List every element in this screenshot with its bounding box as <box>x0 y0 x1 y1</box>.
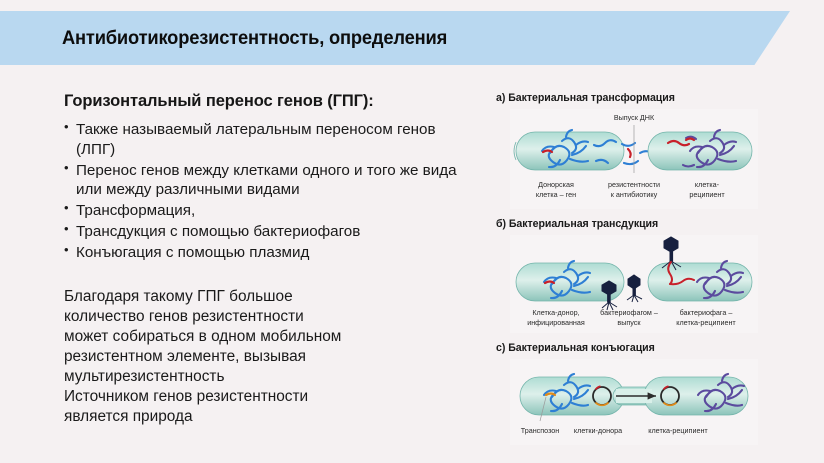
phage-icon <box>626 274 643 303</box>
plasmid-donor-icon <box>592 385 612 407</box>
resistance-gene-icon <box>543 280 556 285</box>
recipient-dna-icon <box>696 372 746 413</box>
caption-resistance-line1: резистентности <box>608 180 660 189</box>
phage-icon <box>601 280 618 311</box>
release-dna-label: Выпуск ДНК <box>614 113 655 122</box>
caption-transposon: Транспозон <box>521 426 560 435</box>
conclusion-line: резистентном элементе, вызывая <box>64 348 306 366</box>
caption-recipient-line1: клетка- <box>695 180 720 189</box>
conclusion-line: Благодаря такому ГПГ большое <box>64 288 293 306</box>
plasmid-recipient-icon <box>660 385 680 407</box>
caption-donor-line2: клетка – ген <box>536 190 576 199</box>
hgt-bullet-list: Также называемый латеральным переносом г… <box>64 119 474 263</box>
panel-title-transformation: а) Бактериальная трансформация <box>496 92 675 104</box>
page-title: Антибиотикорезистентность, определения <box>62 26 448 49</box>
list-item: Конъюгация с помощью плазмид <box>64 242 474 263</box>
donor-dna-icon <box>540 128 618 169</box>
conclusion-line: может собираться в одном мобильном <box>64 328 342 346</box>
injected-dna-icon <box>667 261 695 286</box>
figures-column: а) Бактериальная трансформация <box>496 92 814 454</box>
figure-panel-conjugation: с) Бактериальная конъюгация <box>496 342 814 445</box>
figure-panel-transduction: б) Бактериальная трансдукция <box>496 218 814 333</box>
caption-recipient-line2: реципиент <box>689 190 725 199</box>
caption-recipient-line1: бактериофага – <box>680 308 733 317</box>
panel-title-conjugation: с) Бактериальная конъюгация <box>496 342 655 354</box>
resistance-gene-icon <box>541 149 554 154</box>
header-banner: Антибиотикорезистентность, определения <box>0 11 790 65</box>
callout-line <box>539 396 547 422</box>
free-gene-icon <box>626 147 632 159</box>
donor-dna-icon <box>542 259 592 300</box>
caption-phage-line2: выпуск <box>617 318 641 327</box>
figure-canvas-transformation: Выпуск ДНК Донорская клетка – ген резист… <box>510 109 758 209</box>
recipient-dna-icon <box>681 128 738 169</box>
caption-resistance-line2: к антибиотику <box>611 190 658 199</box>
left-content-column: Горизонтальный перенос генов (ГПГ): Такж… <box>64 92 474 427</box>
recipient-dna-icon <box>695 259 745 300</box>
list-item: Перенос генов между клетками одного и то… <box>64 160 474 201</box>
panel-title-transduction: б) Бактериальная трансдукция <box>496 218 659 230</box>
incorporated-gene-icon <box>666 137 696 147</box>
conclusion-line: мультирезистентность <box>64 368 225 386</box>
list-item: Трансдукция с помощью бактериофагов <box>64 221 474 242</box>
transposon-icon <box>544 392 557 397</box>
figure-canvas-transduction: Клетка-донор, инфицированная бактериофаг… <box>510 235 758 333</box>
donor-dna-icon <box>542 372 592 413</box>
caption-donor-line1: Клетка-донор, <box>532 308 579 317</box>
conclusion-line: Источником генов резистентности <box>64 388 309 406</box>
list-item: Трансформация, <box>64 200 474 221</box>
figure-canvas-conjugation: Транспозон клетки-донора клетка-реципиен… <box>510 359 758 445</box>
caption-donor-cell: клетки-донора <box>574 426 622 435</box>
conclusion-line: количество генов резистентности <box>64 308 304 326</box>
hgt-heading: Горизонтальный перенос генов (ГПГ): <box>64 92 374 110</box>
conclusion-paragraph: Благодаря такому ГПГ большое количество … <box>64 287 474 427</box>
list-item: Также называемый латеральным переносом г… <box>64 119 474 160</box>
caption-donor-line2: инфицированная <box>527 318 585 327</box>
caption-donor-line1: Донорская <box>538 180 574 189</box>
caption-recipient-cell: клетка-реципиент <box>648 426 708 435</box>
conclusion-line: является природа <box>64 408 193 426</box>
figure-panel-transformation: а) Бактериальная трансформация <box>496 92 814 209</box>
caption-phage-line1: бактериофагом – <box>600 308 658 317</box>
caption-recipient-line2: клетка-реципиент <box>676 318 736 327</box>
